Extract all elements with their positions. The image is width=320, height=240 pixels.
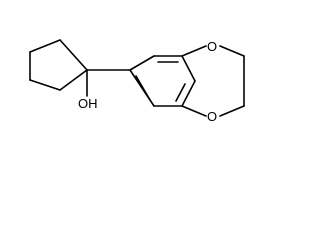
benzene-ring <box>129 55 196 107</box>
bond <box>181 105 207 117</box>
oxygen-label-lower: O <box>207 109 217 124</box>
oxygen-label-upper: O <box>207 39 217 54</box>
dioxane-ring <box>181 45 245 117</box>
bond <box>29 39 61 53</box>
double-bond-inner <box>175 83 186 102</box>
bond <box>219 45 245 57</box>
bond <box>181 45 207 57</box>
bond <box>129 55 155 71</box>
bond <box>181 55 196 82</box>
bond <box>219 105 245 117</box>
chemical-structure: OH O O <box>29 39 245 124</box>
bond <box>181 80 196 107</box>
hydroxyl-label: OH <box>78 96 98 111</box>
bond <box>59 69 88 91</box>
bond <box>29 79 61 91</box>
cyclopentane-ring <box>29 39 88 91</box>
double-bond-inner <box>135 75 151 101</box>
bond <box>59 39 88 71</box>
